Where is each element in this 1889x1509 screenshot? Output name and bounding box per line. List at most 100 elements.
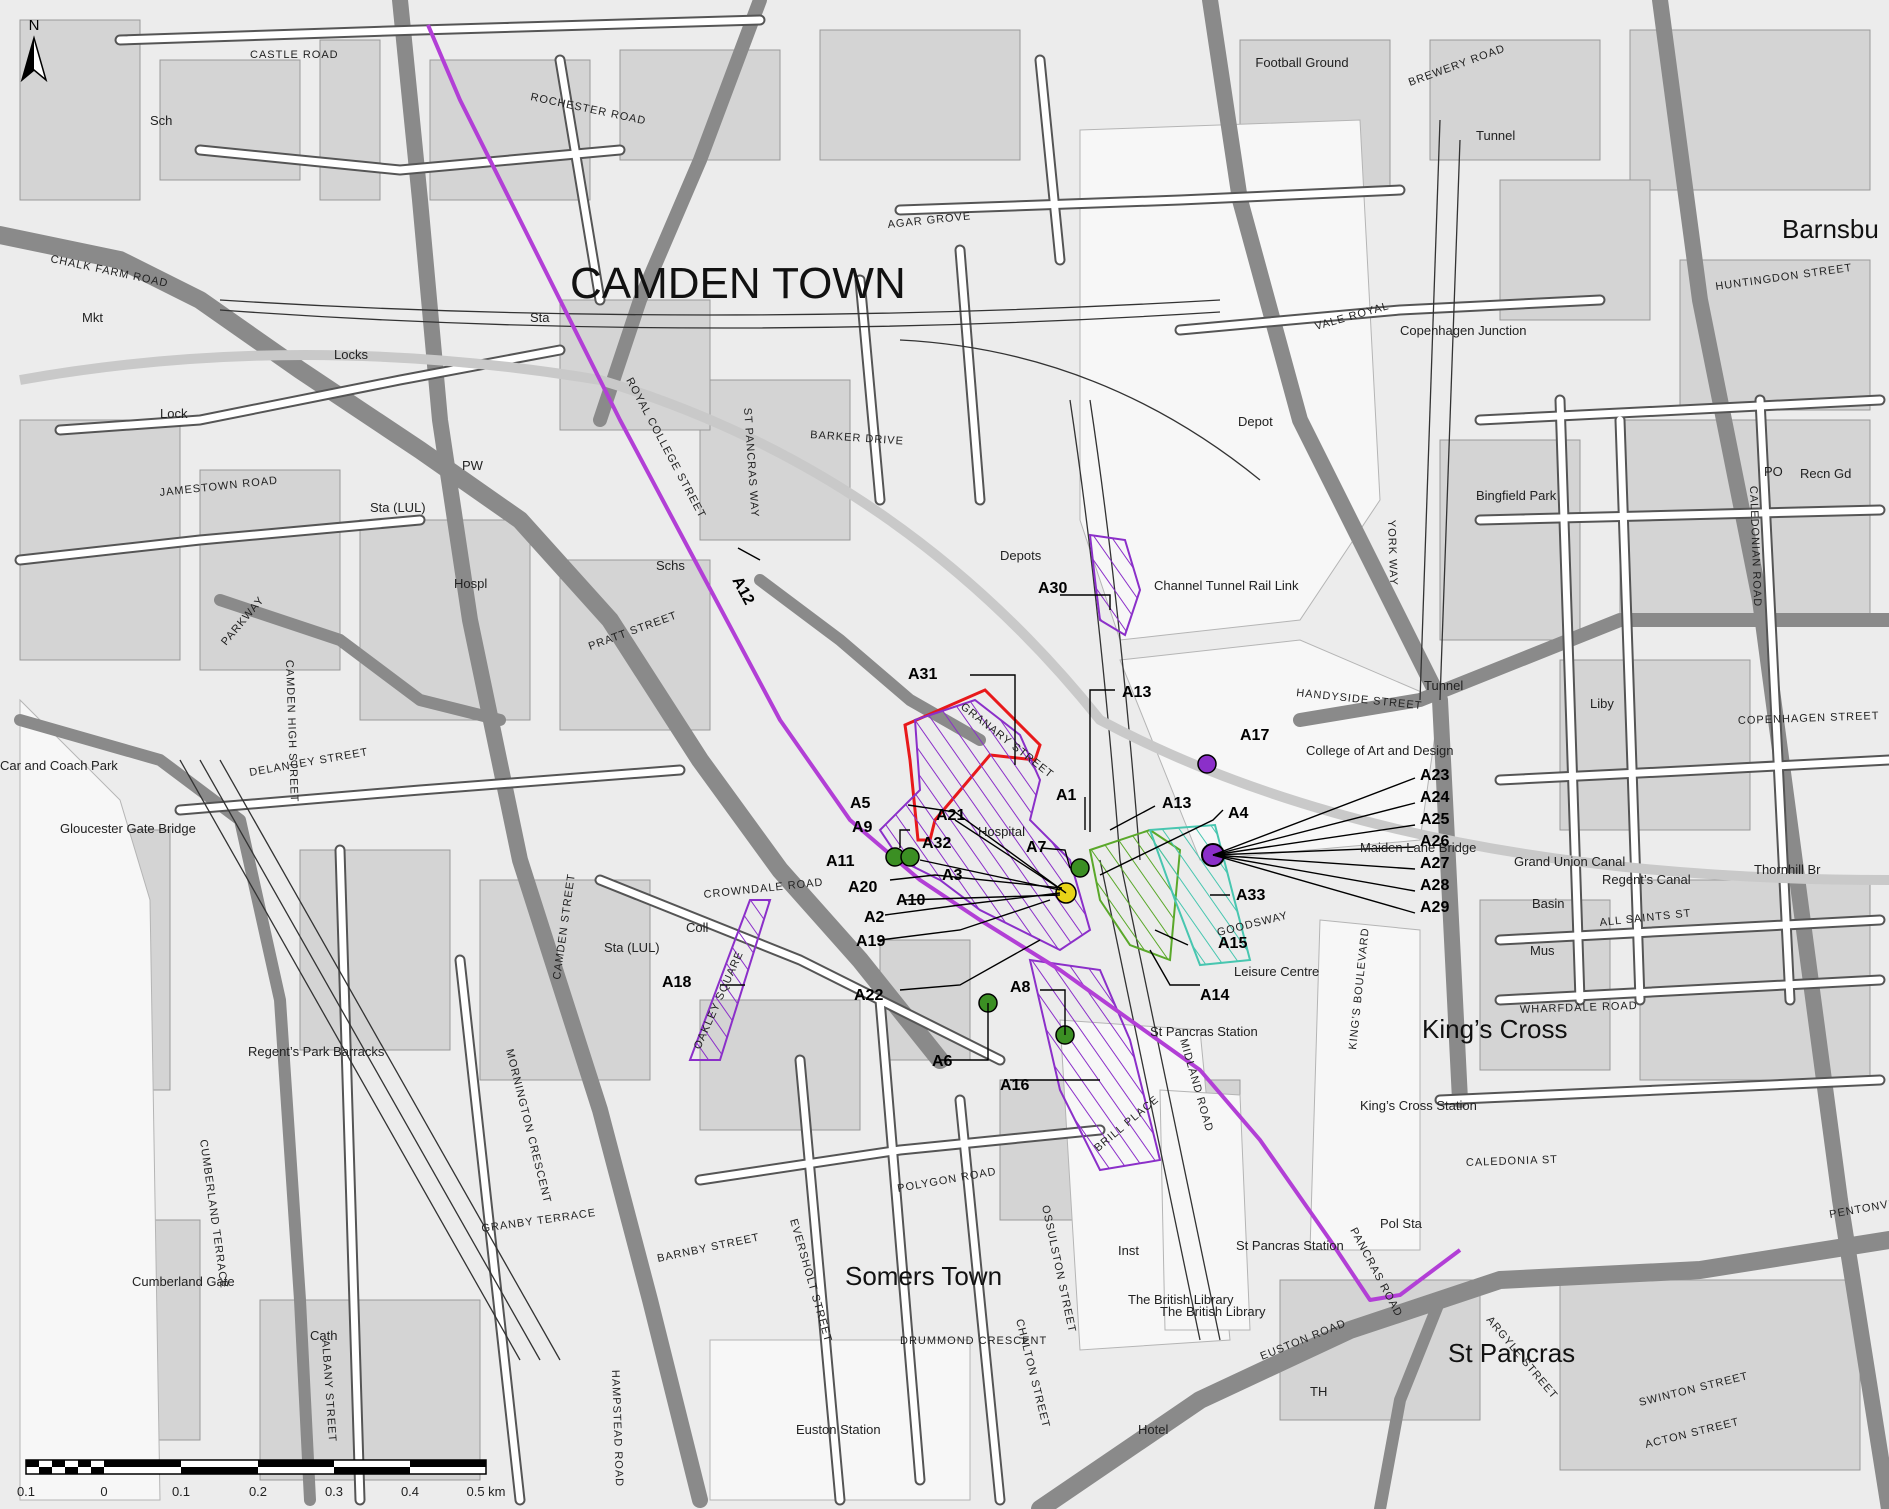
label-thornhill-br: Thornhill Br bbox=[1754, 862, 1821, 877]
scale-tick-label: 0 bbox=[100, 1484, 107, 1499]
callout-a13: A13 bbox=[1162, 795, 1191, 812]
area-a33-cyan bbox=[1148, 823, 1252, 967]
label-regents-park-barracks: Regent’s Park Barracks bbox=[248, 1044, 385, 1059]
hatched-areas bbox=[688, 533, 1252, 1172]
callout-a21: A21 bbox=[936, 807, 965, 824]
callout-a25: A25 bbox=[1420, 811, 1449, 828]
scale-tick-label: 0.1 bbox=[172, 1484, 190, 1499]
label-st-pancras-station: St Pancras Station bbox=[1150, 1024, 1258, 1039]
leader-lines bbox=[720, 547, 1416, 1081]
road-castle-road: CASTLE ROAD bbox=[250, 49, 339, 61]
road-caledonian-road: CALEDONIAN ROAD bbox=[1747, 486, 1763, 608]
scale-tick-label: 0.5 km bbox=[466, 1484, 505, 1499]
marker-a9b bbox=[900, 847, 920, 867]
road-drummond-crescent: DRUMMOND CRESCENT bbox=[900, 1335, 1047, 1347]
label-sta-lul-2: Sta (LUL) bbox=[604, 940, 660, 955]
label-mkt: Mkt bbox=[82, 310, 103, 325]
regents-canal bbox=[19, 350, 1889, 885]
area-a30 bbox=[1088, 533, 1142, 637]
scale-tick-label: 0.3 bbox=[325, 1484, 343, 1499]
label-grand-union-canal: Grand Union Canal bbox=[1514, 854, 1625, 869]
label-hospital: Hospital bbox=[978, 824, 1025, 839]
label-cumberland-gate: Cumberland Gate bbox=[132, 1274, 235, 1289]
callout-a7: A7 bbox=[1026, 839, 1047, 856]
area-title-kings-cross: King’s Cross bbox=[1422, 1014, 1567, 1044]
area-title-camden-town: CAMDEN TOWN bbox=[570, 259, 906, 308]
callout-a32: A32 bbox=[922, 835, 951, 852]
label-tunnel: Tunnel bbox=[1476, 128, 1515, 143]
road-caledonia-st: CALEDONIA ST bbox=[1466, 1154, 1558, 1169]
label-hotel: Hotel bbox=[1138, 1422, 1168, 1437]
callout-a11: A11 bbox=[826, 853, 855, 870]
marker-a17-purple bbox=[1197, 754, 1217, 774]
scale-tick-label: 0.2 bbox=[249, 1484, 267, 1499]
area-a18 bbox=[688, 899, 772, 1061]
callout-a20: A20 bbox=[848, 879, 877, 896]
label-british-library-2: The British Library bbox=[1128, 1292, 1234, 1307]
callout-a33: A33 bbox=[1236, 887, 1265, 904]
area-title-st-pancras: St Pancras bbox=[1448, 1338, 1575, 1368]
callout-a23: A23 bbox=[1420, 767, 1449, 784]
label-st-pancras-station-2: St Pancras Station bbox=[1236, 1238, 1344, 1253]
callout-a6: A6 bbox=[932, 1053, 953, 1070]
label-car-coach-park: Car and Coach Park bbox=[0, 758, 118, 773]
label-pol-sta: Pol Sta bbox=[1380, 1216, 1423, 1231]
callout-a16: A16 bbox=[1000, 1077, 1029, 1094]
callout-a2: A2 bbox=[864, 909, 885, 926]
area-a16 bbox=[1028, 958, 1162, 1172]
marker-a7-green bbox=[1070, 858, 1090, 878]
label-sta-lul: Sta (LUL) bbox=[370, 500, 426, 515]
label-coll: Coll bbox=[686, 920, 709, 935]
label-basin: Basin bbox=[1532, 896, 1565, 911]
callout-a27: A27 bbox=[1420, 855, 1449, 872]
callout-a1: A1 bbox=[1056, 787, 1077, 804]
callout-a15: A15 bbox=[1218, 935, 1247, 952]
label-football-ground: Football Ground bbox=[1255, 55, 1348, 70]
label-hospl: Hospl bbox=[454, 576, 487, 591]
callout-a28: A28 bbox=[1420, 877, 1449, 894]
road-york-way: YORK WAY bbox=[1385, 520, 1399, 586]
label-sta: Sta bbox=[530, 310, 550, 325]
label-college-art-design: College of Art and Design bbox=[1306, 743, 1453, 758]
callout-a3: A3 bbox=[942, 867, 963, 884]
callout-a31: A31 bbox=[908, 666, 937, 683]
label-locks: Locks bbox=[334, 347, 368, 362]
callout-a19: A19 bbox=[856, 933, 885, 950]
label-schs: Schs bbox=[656, 558, 685, 573]
callout-a13: A13 bbox=[1122, 684, 1151, 701]
north-arrow-icon: N bbox=[20, 17, 48, 83]
minor-roads bbox=[14, 14, 1889, 1506]
railway-lines bbox=[179, 119, 1461, 1361]
label-pw: PW bbox=[462, 458, 484, 473]
label-british-library: The British Library bbox=[1160, 1304, 1266, 1319]
callout-a24: A24 bbox=[1420, 789, 1449, 806]
label-leisure-centre: Leisure Centre bbox=[1234, 964, 1319, 979]
callout-a14: A14 bbox=[1200, 987, 1229, 1004]
label-recn-gd: Recn Gd bbox=[1800, 466, 1851, 481]
label-th: TH bbox=[1310, 1384, 1327, 1399]
label-regents-canal: Regent’s Canal bbox=[1602, 872, 1691, 887]
label-maiden-lane-bridge: Maiden Lane Bridge bbox=[1360, 840, 1476, 855]
callout-a29: A29 bbox=[1420, 899, 1449, 916]
road-hampstead-road: HAMPSTEAD ROAD bbox=[609, 1370, 625, 1488]
label-sch: Sch bbox=[150, 113, 172, 128]
area-title-barnsbury: Barnsbu bbox=[1782, 214, 1879, 244]
scale-tick-label: 0.4 bbox=[401, 1484, 419, 1499]
place-labels: Football Ground Mkt Locks Lock Depot Dep… bbox=[0, 55, 1851, 1437]
area-title-somers-town: Somers Town bbox=[845, 1261, 1002, 1291]
callout-a4: A4 bbox=[1228, 805, 1249, 822]
callout-a8: A8 bbox=[1010, 979, 1031, 996]
label-kings-cross-station: King’s Cross Station bbox=[1360, 1098, 1477, 1113]
label-tunnel-2: Tunnel bbox=[1424, 678, 1463, 693]
area-a32-main bbox=[878, 698, 1092, 952]
north-label: N bbox=[29, 17, 40, 34]
callout-labels: A1A2A3A4A5A6A7A8A9A10A11A12A13A13A14A15A… bbox=[662, 574, 1449, 1094]
label-liby: Liby bbox=[1590, 696, 1614, 711]
label-mus: Mus bbox=[1530, 943, 1555, 958]
route-a12 bbox=[426, 24, 1462, 1302]
label-gloucester-gate-bridge: Gloucester Gate Bridge bbox=[60, 821, 196, 836]
label-euston-station: Euston Station bbox=[796, 1422, 881, 1437]
callout-a5: A5 bbox=[850, 795, 871, 812]
